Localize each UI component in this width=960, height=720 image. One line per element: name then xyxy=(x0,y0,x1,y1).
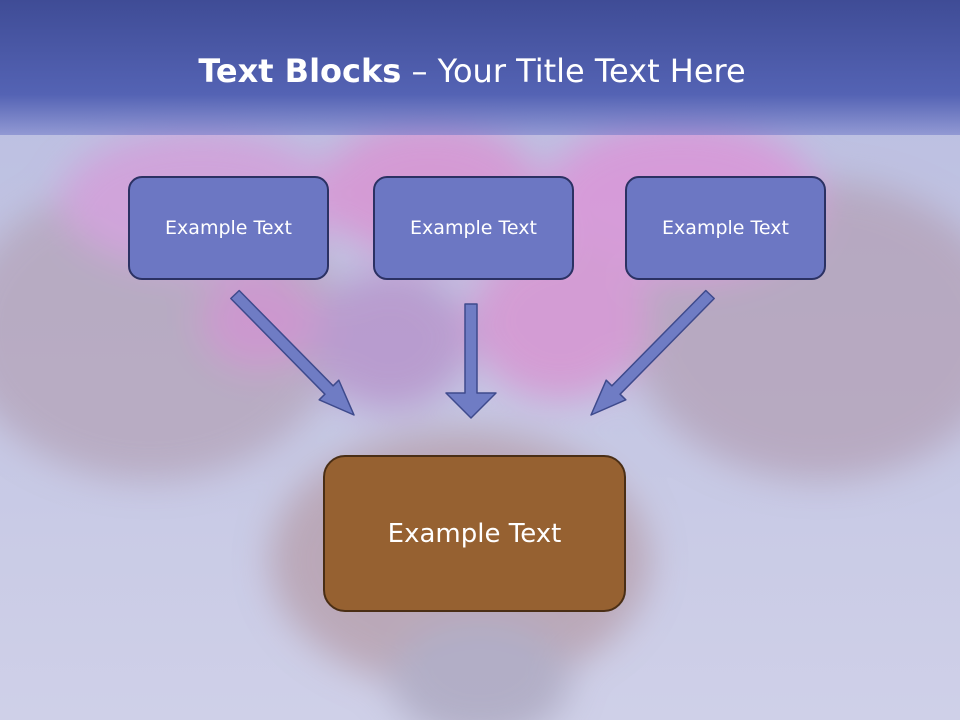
title-separator: – xyxy=(401,52,438,90)
slide-title: Text Blocks – Your Title Text Here xyxy=(0,52,944,90)
arrow-down xyxy=(445,303,497,419)
text-block-right-label: Example Text xyxy=(662,217,789,239)
text-block-left-label: Example Text xyxy=(165,217,292,239)
text-block-center: Example Text xyxy=(373,176,574,280)
title-bold: Text Blocks xyxy=(198,52,402,90)
arrow-down-left xyxy=(590,289,715,416)
arrow-down-right xyxy=(230,289,355,416)
title-bar xyxy=(0,0,960,135)
title-rest: Your Title Text Here xyxy=(437,52,746,90)
text-block-center-label: Example Text xyxy=(410,217,537,239)
text-block-right: Example Text xyxy=(625,176,826,280)
result-block: Example Text xyxy=(323,455,626,612)
result-block-label: Example Text xyxy=(387,518,562,549)
text-block-left: Example Text xyxy=(128,176,329,280)
